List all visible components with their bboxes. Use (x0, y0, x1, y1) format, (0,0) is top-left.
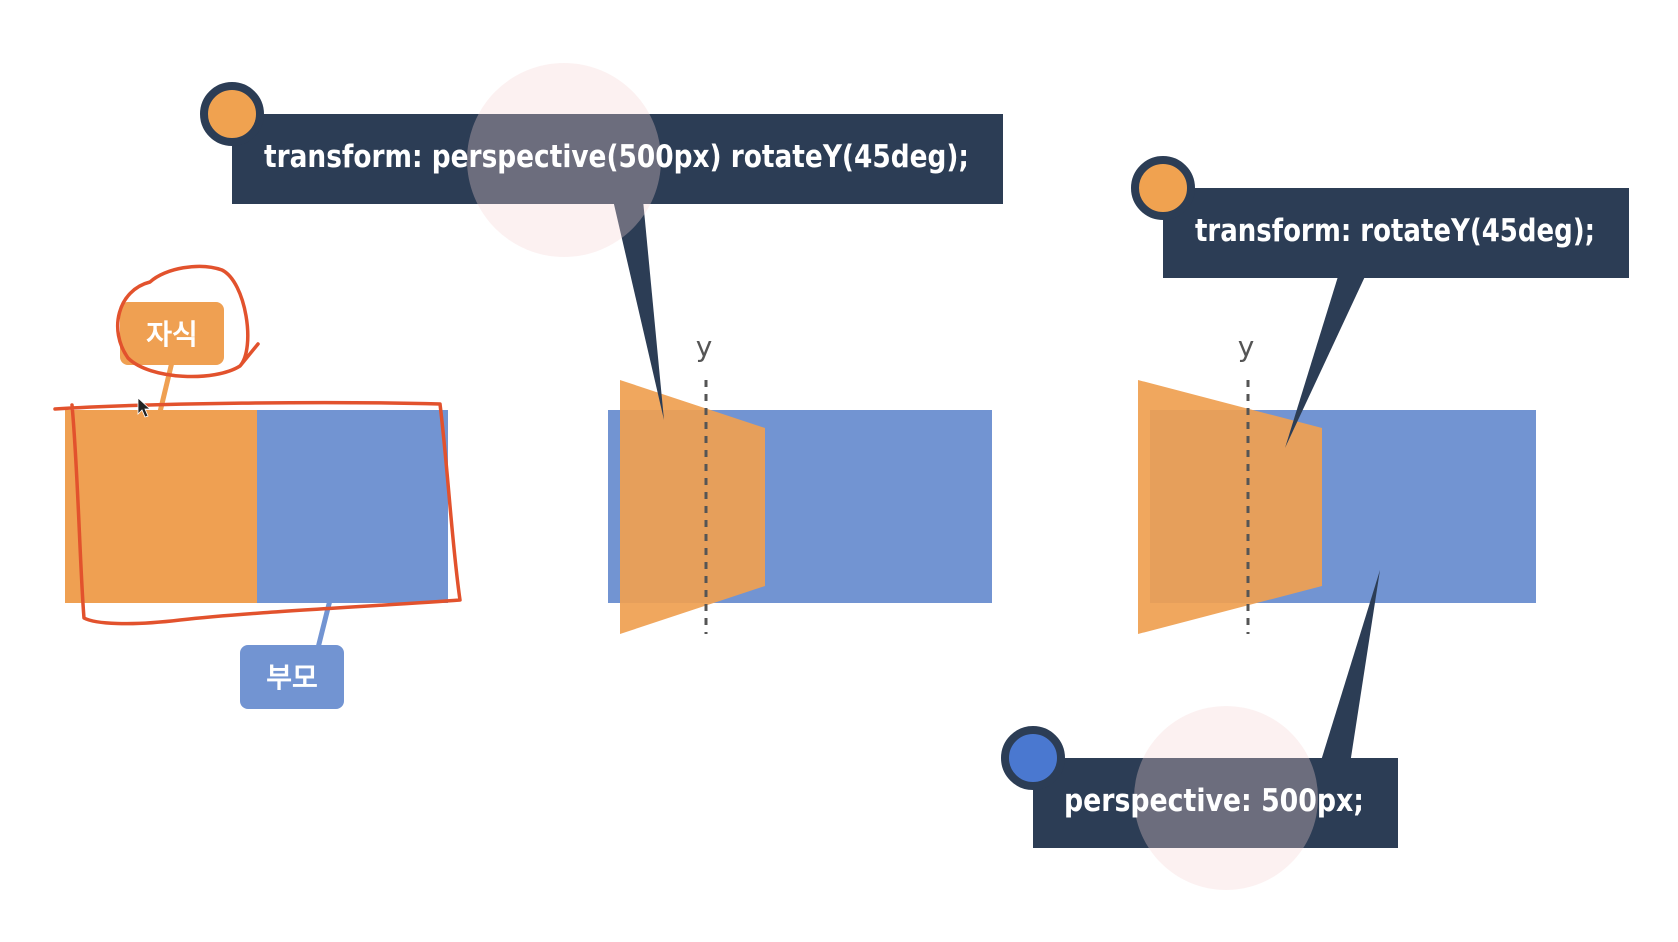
callout-box-3 (1033, 758, 1398, 848)
callout-dot-1 (200, 82, 264, 146)
callout-perspective: perspective: 500px; (1001, 570, 1398, 890)
left-diagram: 자식 부모 (53, 264, 462, 709)
child-trapezoid-right (1138, 380, 1322, 634)
callout-rotate: transform: rotateY(45deg); (1131, 156, 1629, 448)
callout-dot-3 (1001, 726, 1065, 790)
highlight-circle-3 (1134, 706, 1318, 890)
child-box-left (65, 410, 257, 603)
callout-dot-2 (1131, 156, 1195, 220)
callout-pointer-1 (613, 200, 664, 420)
parent-tag-label: 부모 (266, 661, 318, 694)
callout-text-1: transform: perspective(500px) rotateY(45… (264, 139, 969, 175)
callout-text-3: perspective: 500px; (1064, 783, 1364, 819)
ink-circle-child (115, 264, 260, 379)
child-trapezoid-middle (620, 380, 765, 634)
right-diagram: y (1138, 330, 1536, 634)
highlight-circle-1 (467, 63, 661, 257)
callout-pointer-3 (1320, 570, 1380, 764)
child-tag-label: 자식 (146, 318, 198, 351)
callout-text-2: transform: rotateY(45deg); (1195, 213, 1595, 249)
callout-pointer-2 (1285, 270, 1368, 448)
y-axis-label-middle: y (696, 330, 713, 363)
ink-box-parent (53, 400, 462, 626)
y-axis-label-right: y (1238, 330, 1255, 363)
callout-box-1 (232, 114, 1003, 204)
callout-perspective-rotate: transform: perspective(500px) rotateY(45… (200, 63, 1003, 420)
cursor-icon (137, 397, 152, 418)
middle-diagram: y (608, 330, 992, 634)
callout-box-2 (1163, 188, 1629, 278)
child-tag (120, 302, 224, 365)
parent-tag (240, 645, 344, 709)
